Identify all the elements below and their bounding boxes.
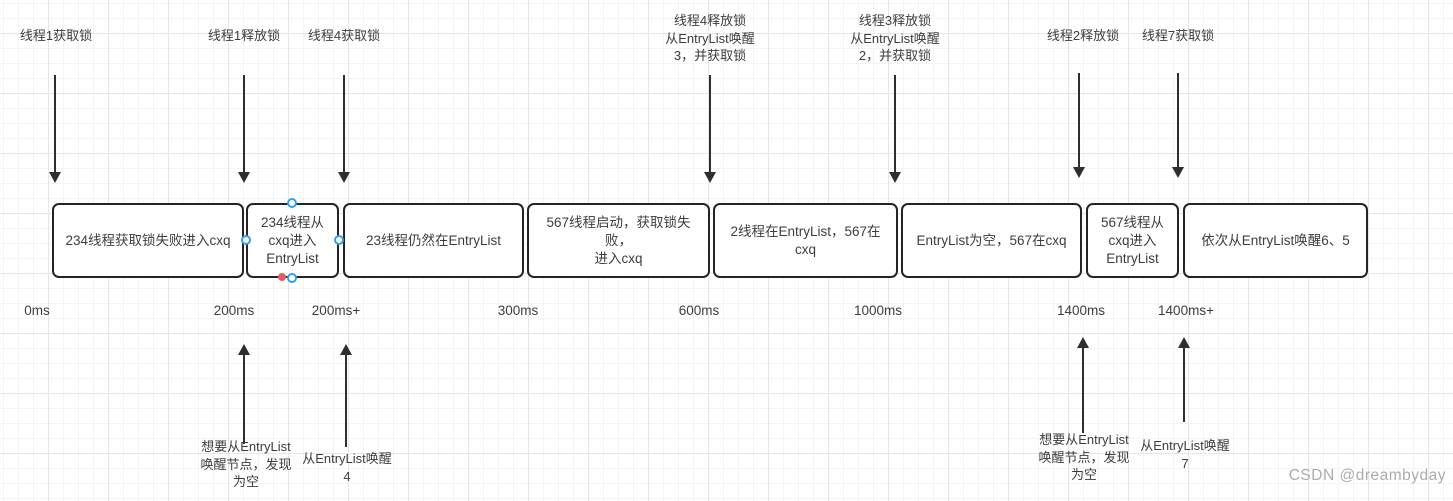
down-arrow-6[interactable] [1072, 73, 1086, 178]
arrow-head-icon [1077, 337, 1089, 348]
arrow-head-icon [340, 344, 352, 355]
timeline-box-1[interactable]: 234线程获取锁失败进入cxq [52, 203, 244, 278]
timeline-box-3[interactable]: 23线程仍然在EntryList [343, 203, 524, 278]
down-arrow-7[interactable] [1171, 73, 1185, 178]
down-arrow-3[interactable] [337, 75, 351, 183]
connection-point-bottom[interactable] [287, 273, 297, 283]
arrow-head-icon [1172, 167, 1184, 178]
timeline-box-6[interactable]: EntryList为空，567在cxq [901, 203, 1082, 278]
csdn-watermark: CSDN @dreambyday [1288, 467, 1446, 484]
time-label-1400ms-plus[interactable]: 1400ms+ [1158, 303, 1214, 318]
arrow-shaft [343, 75, 345, 173]
connection-point-left[interactable] [241, 235, 251, 245]
time-label-200ms-plus[interactable]: 200ms+ [311, 303, 361, 318]
timeline-box-2[interactable]: 234线程从 cxq进入 EntryList [246, 203, 339, 278]
top-label-thread1-release[interactable]: 线程1释放锁 [207, 28, 281, 43]
time-label-0ms[interactable]: 0ms [24, 303, 50, 318]
connection-point-right[interactable] [334, 235, 344, 245]
down-arrow-4[interactable] [703, 75, 717, 183]
arrow-shaft [345, 354, 347, 447]
time-label-200ms[interactable]: 200ms [213, 303, 255, 318]
arrow-shaft [1078, 73, 1080, 168]
up-arrow-3[interactable] [1076, 337, 1090, 433]
arrow-head-icon [338, 172, 350, 183]
arrow-head-icon [1178, 337, 1190, 348]
bottom-label-wake-4[interactable]: 从EntryList唤醒 4 [302, 451, 392, 484]
arrow-shaft [1082, 347, 1084, 433]
arrow-shaft [709, 75, 711, 173]
top-label-thread7-acquire[interactable]: 线程7获取锁 [1141, 28, 1215, 43]
down-arrow-1[interactable] [48, 75, 62, 183]
time-label-1000ms[interactable]: 1000ms [853, 303, 903, 318]
timeline-box-5[interactable]: 2线程在EntryList，567在 cxq [713, 203, 898, 278]
arrow-shaft [1177, 73, 1179, 168]
arrow-head-icon [238, 344, 250, 355]
up-arrow-1[interactable] [237, 344, 251, 444]
arrow-head-icon [49, 172, 61, 183]
arrow-head-icon [889, 172, 901, 183]
down-arrow-5[interactable] [888, 75, 902, 183]
time-label-300ms[interactable]: 300ms [497, 303, 539, 318]
timeline-box-7[interactable]: 567线程从 cxq进入 EntryList [1086, 203, 1179, 278]
connection-point-top[interactable] [287, 198, 297, 208]
arrow-head-icon [238, 172, 250, 183]
top-label-thread1-acquire[interactable]: 线程1获取锁 [19, 28, 93, 43]
time-label-1400ms[interactable]: 1400ms [1056, 303, 1106, 318]
up-arrow-2[interactable] [339, 344, 353, 447]
bottom-label-wake-empty-right[interactable]: 想要从EntryList 唤醒节点，发现 为空 [1038, 432, 1130, 482]
arrow-head-icon [704, 172, 716, 183]
arrow-shaft [243, 75, 245, 173]
top-label-thread4-acquire[interactable]: 线程4获取锁 [307, 28, 381, 43]
timeline-box-8[interactable]: 依次从EntryList唤醒6、5 [1183, 203, 1368, 278]
down-arrow-2[interactable] [237, 75, 251, 183]
arrow-shaft [1183, 347, 1185, 422]
arrow-shaft [243, 354, 245, 444]
top-label-thread4-release[interactable]: 线程4释放锁 从EntryList唤醒 3，并获取锁 [665, 13, 755, 63]
top-label-thread3-release[interactable]: 线程3释放锁 从EntryList唤醒 2，并获取锁 [850, 13, 940, 63]
up-arrow-4[interactable] [1177, 337, 1191, 422]
top-label-thread2-release[interactable]: 线程2释放锁 [1046, 28, 1120, 43]
arrow-shaft [894, 75, 896, 173]
timeline-box-4[interactable]: 567线程启动，获取锁失败， 进入cxq [527, 203, 710, 278]
bottom-label-wake-empty-left[interactable]: 想要从EntryList 唤醒节点，发现 为空 [200, 439, 292, 489]
bottom-label-wake-7[interactable]: 从EntryList唤醒 7 [1140, 438, 1230, 471]
arrow-head-icon [1073, 167, 1085, 178]
red-connection-dot[interactable] [278, 273, 286, 281]
arrow-shaft [54, 75, 56, 173]
time-label-600ms[interactable]: 600ms [678, 303, 720, 318]
